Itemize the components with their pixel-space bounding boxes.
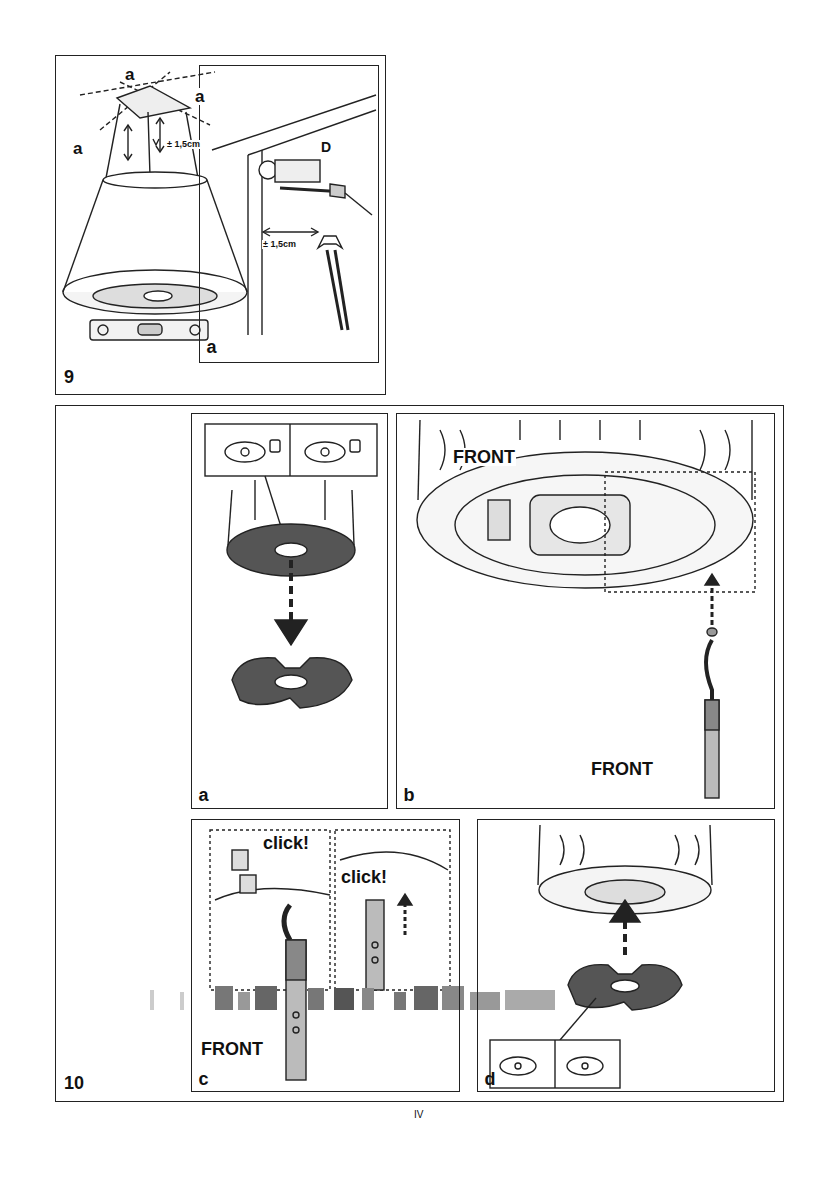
step-panel: d — [477, 819, 775, 1092]
detail-inset: a — [199, 65, 379, 363]
step-panel: b — [396, 413, 775, 809]
figure-number: 10 — [64, 1074, 84, 1092]
pixelated-area — [150, 986, 555, 1010]
figure-number: 9 — [64, 368, 74, 386]
filter-removal — [205, 424, 377, 708]
point-label: a — [194, 88, 205, 105]
step-panel: a — [191, 413, 388, 809]
figure-number: b — [403, 786, 414, 804]
orientation-label: FRONT — [200, 1040, 264, 1058]
orientation-label: FRONT — [590, 760, 654, 778]
part-letter: D — [320, 140, 332, 154]
page-number: IV — [413, 1110, 424, 1120]
sound-cue: click! — [340, 868, 388, 886]
figure-frame: 10 a b c d — [55, 405, 784, 1102]
figure-number: d — [484, 1070, 495, 1088]
hood-suspension — [63, 72, 247, 340]
figure-frame: 9a — [55, 55, 386, 395]
figure-number: a — [206, 338, 216, 356]
dimension: ± 1,5cm — [166, 140, 201, 149]
filter-refit — [490, 825, 712, 1088]
figure-number: a — [198, 786, 208, 804]
point-label: a — [124, 66, 135, 83]
tube-insertion — [417, 420, 755, 798]
dimension: ± 1,5cm — [262, 240, 297, 249]
point-label: a — [72, 140, 83, 157]
sound-cue: click! — [262, 834, 310, 852]
adjuster-detail — [212, 95, 376, 335]
orientation-label: FRONT — [452, 448, 516, 466]
figure-number: c — [198, 1070, 208, 1088]
